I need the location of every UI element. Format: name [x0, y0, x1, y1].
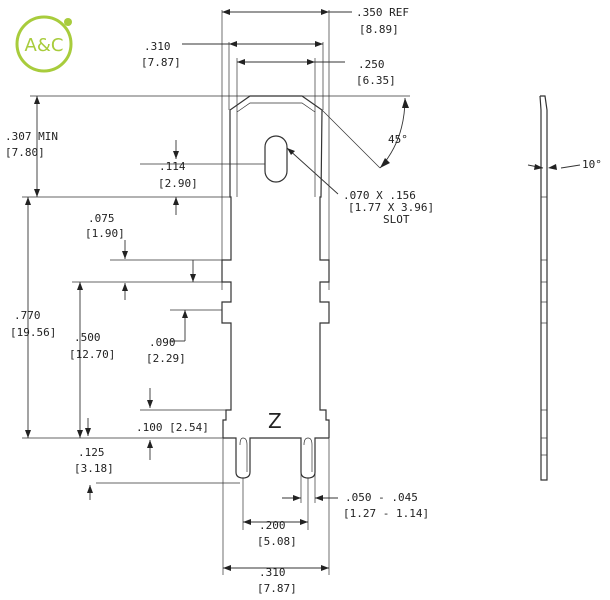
dim-notch2-mm: [2.29] [146, 352, 186, 365]
dim-width-outer-mm: [7.87] [141, 56, 181, 69]
dim-total-len-mm: [19.56] [10, 326, 56, 339]
dim-notch1-mm: [1.90] [85, 227, 125, 240]
dim-tail-mm: [3.18] [74, 462, 114, 475]
dim-slot-label: SLOT [383, 213, 410, 226]
dim-min-len: .307 MIN [5, 130, 58, 143]
side-view: 10° [527, 95, 602, 481]
dim-width-inner: .250 [358, 58, 385, 71]
dim-notch2: .090 [149, 336, 176, 349]
dim-slot-offset-mm: [2.90] [158, 177, 198, 190]
dim-tail: .125 [78, 446, 105, 459]
slot [264, 135, 288, 183]
dim-slot-mm: [1.77 X 3.96] [348, 201, 434, 214]
dimension-labels: .350 REF [8.89] .310 [7.87] .250 [6.35] … [5, 6, 434, 595]
dim-slit-pitch: .200 [259, 519, 286, 532]
dim-width-outer: .310 [144, 40, 171, 53]
dim-width-ref: .350 REF [356, 6, 409, 19]
ac-logo: A&C [15, 15, 73, 73]
dim-slit-pitch-mm: [5.08] [257, 535, 297, 548]
dim-width-ref-mm: [8.89] [359, 23, 399, 36]
logo-text: A&C [25, 35, 64, 56]
dimension-lines [22, 9, 410, 575]
dim-width-inner-mm: [6.35] [356, 74, 396, 87]
dim-slot: .070 X .156 [343, 189, 416, 202]
dim-shoulder: .100 [2.54] [136, 421, 209, 434]
dim-bottom-width-mm: [7.87] [257, 582, 297, 595]
dim-len-500: .500 [74, 331, 101, 344]
terminal-outline: Z [221, 10, 330, 479]
dim-side-angle: 10° [582, 158, 602, 171]
z-mark: Z [268, 409, 282, 433]
dim-slit-width: .050 - .045 [345, 491, 418, 504]
dim-slot-offset: .114 [159, 160, 186, 173]
dim-bottom-width: .310 [259, 566, 286, 579]
dim-min-len-mm: [7.80] [5, 146, 45, 159]
dim-slit-width-mm: [1.27 - 1.14] [343, 507, 429, 520]
dim-notch1: .075 [88, 212, 115, 225]
dim-angle: 45° [388, 133, 408, 146]
dim-total-len: .770 [14, 309, 41, 322]
dim-len-500-mm: [12.70] [69, 348, 115, 361]
